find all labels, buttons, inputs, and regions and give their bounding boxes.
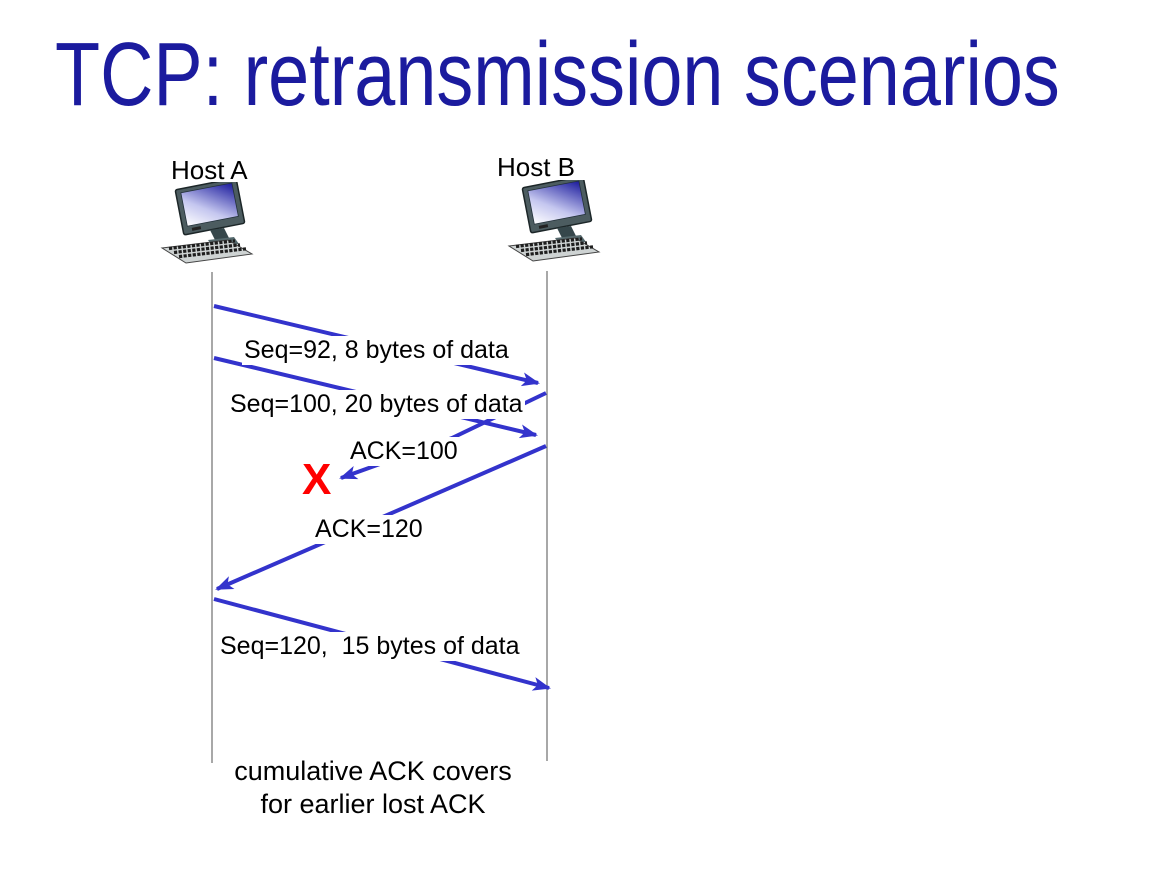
seq100-label: Seq=100, 20 bytes of data (228, 390, 525, 419)
seq120-label: Seq=120, 15 bytes of data (218, 632, 522, 661)
seq92-label: Seq=92, 8 bytes of data (242, 336, 511, 365)
computer-icon (507, 180, 601, 262)
computer-icon (160, 182, 254, 264)
keyboard (160, 239, 254, 264)
host-a-label: Host A (171, 155, 248, 185)
caption-line-1: cumulative ACK covers (234, 756, 512, 786)
page-title: TCP: retransmission scenarios (55, 25, 1060, 125)
ack120-label: ACK=120 (313, 515, 425, 544)
host-b-label: Host B (497, 152, 576, 182)
packet-loss-marker: X (302, 455, 332, 504)
monitor (521, 180, 593, 234)
monitor (174, 182, 246, 236)
ack100-label: ACK=100 (348, 437, 460, 466)
scenario-caption: cumulative ACK covers for earlier lost A… (158, 755, 588, 821)
caption-line-2: for earlier lost ACK (260, 788, 486, 819)
keyboard (507, 237, 601, 262)
